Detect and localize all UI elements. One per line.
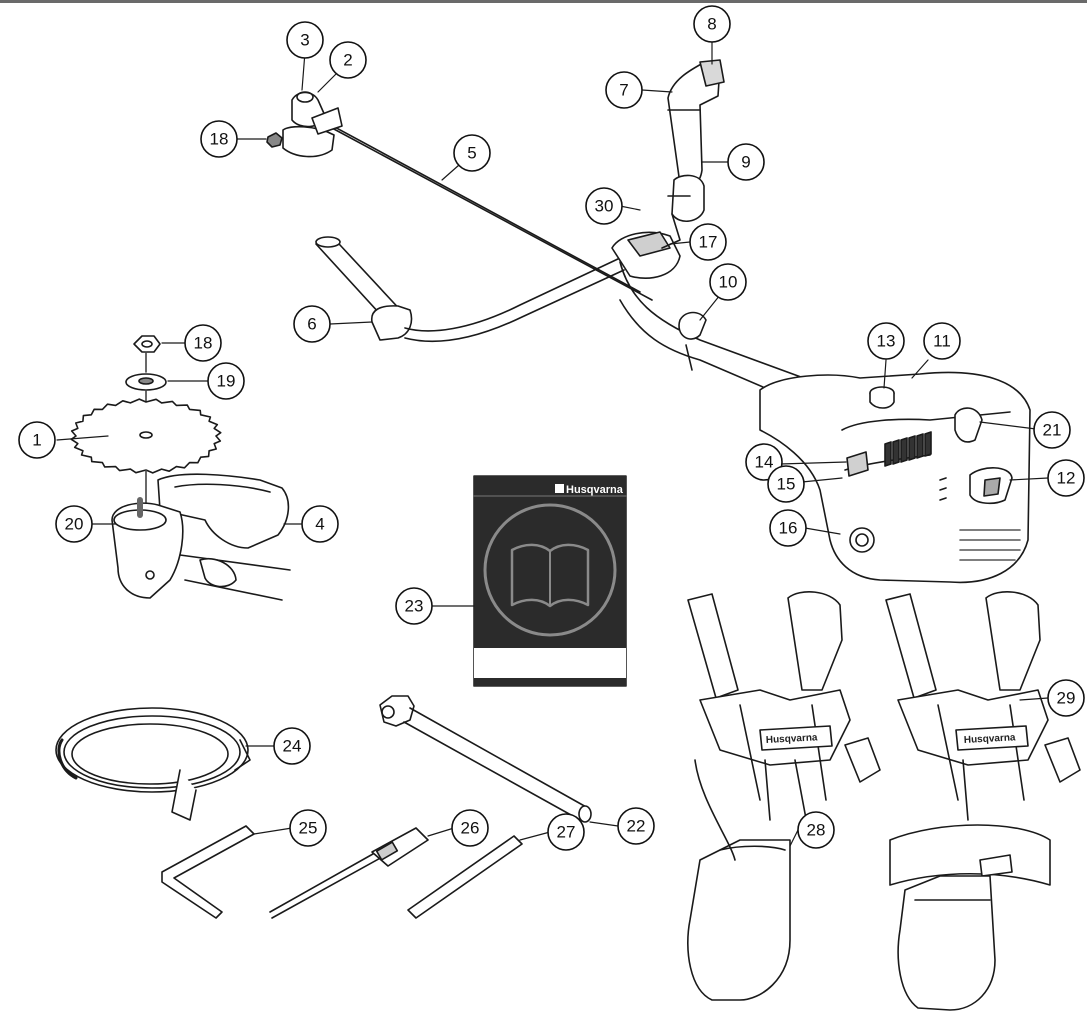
callout-5-label: 5 [467,144,476,163]
callout-19-label: 19 [217,372,236,391]
transport-guard [55,707,251,821]
callout-15-label: 15 [777,475,796,494]
throttle-handle [661,59,725,249]
callout-30-label: 30 [595,197,614,216]
callout-22: 22 [617,807,655,845]
angle-gear-guard [111,473,291,601]
harness-left-brand: Husqvarna [766,732,819,746]
callout-30: 30 [585,187,623,225]
callout-12: 12 [1047,459,1085,497]
angle-gear-top [266,91,343,158]
combination-spanner [379,695,592,823]
callout-9-label: 9 [741,153,750,172]
callout-13: 13 [867,322,905,360]
callout-6: 6 [293,305,331,343]
callout-18-top-label: 18 [210,130,229,149]
callout-18-nut-label: 18 [194,334,213,353]
harness-loop [678,311,707,371]
callout-10-label: 10 [719,273,738,292]
callout-11-label: 11 [933,332,951,351]
callout-4: 4 [301,505,339,543]
hex-key [161,825,255,919]
callout-18-nut: 18 [184,324,222,362]
callout-8: 8 [693,5,731,43]
harness-standard [687,591,881,1001]
operators-manual [473,475,627,687]
callout-4-label: 4 [315,515,324,534]
screwdriver [269,827,429,919]
callout-25-label: 25 [299,819,318,838]
callout-11: 11 [923,322,961,360]
callout-29-label: 29 [1057,689,1076,708]
callout-27: 27 [547,813,585,851]
callout-26-label: 26 [461,819,480,838]
callout-28: 28 [797,811,835,849]
callout-18-top: 18 [200,120,238,158]
callout-1: 1 [18,421,56,459]
callout-12-label: 12 [1057,469,1076,488]
callout-19: 19 [207,362,245,400]
callout-3: 3 [286,21,324,59]
callout-21: 21 [1033,411,1071,449]
callout-14-label: 14 [755,453,774,472]
callout-7: 7 [605,71,643,109]
callout-9: 9 [727,143,765,181]
harness-deluxe [885,591,1081,1011]
callout-28-label: 28 [807,821,826,840]
support-washer [125,373,167,391]
callout-24-label: 24 [283,737,302,756]
callout-2-label: 2 [343,51,352,70]
harness-right-brand: Husqvarna [964,732,1017,746]
callout-25: 25 [289,809,327,847]
manual-brand-label: Husqvarna [566,484,624,496]
callout-3-label: 3 [300,31,309,50]
top-border [0,0,1087,3]
brand-mark-icon [555,484,564,493]
callout-16: 16 [769,509,807,547]
callout-7-label: 7 [619,81,628,100]
callout-13-label: 13 [877,332,896,351]
saw-blade [70,398,222,474]
callout-23-label: 23 [405,597,424,616]
callout-10: 10 [709,263,747,301]
engine-body [759,371,1031,584]
callout-17: 17 [689,223,727,261]
blade-nut [133,335,161,353]
callout-21-label: 21 [1043,421,1062,440]
callout-16-label: 16 [779,519,798,538]
callout-8-label: 8 [707,15,716,34]
callout-20: 20 [55,505,93,543]
callout-5: 5 [453,134,491,172]
callout-15: 15 [767,465,805,503]
callout-24: 24 [273,727,311,765]
shaft-tube [317,117,851,421]
callout-6-label: 6 [307,315,316,334]
callout-1-label: 1 [32,431,41,450]
callout-22-label: 22 [627,817,646,836]
callout-23: 23 [395,587,433,625]
callout-17-label: 17 [699,233,718,252]
callout-27-label: 27 [557,823,576,842]
locking-pin [407,835,523,919]
callout-29: 29 [1047,679,1085,717]
callout-2: 2 [329,41,367,79]
callout-26: 26 [451,809,489,847]
callout-20-label: 20 [65,515,84,534]
handle-bar [315,231,681,343]
